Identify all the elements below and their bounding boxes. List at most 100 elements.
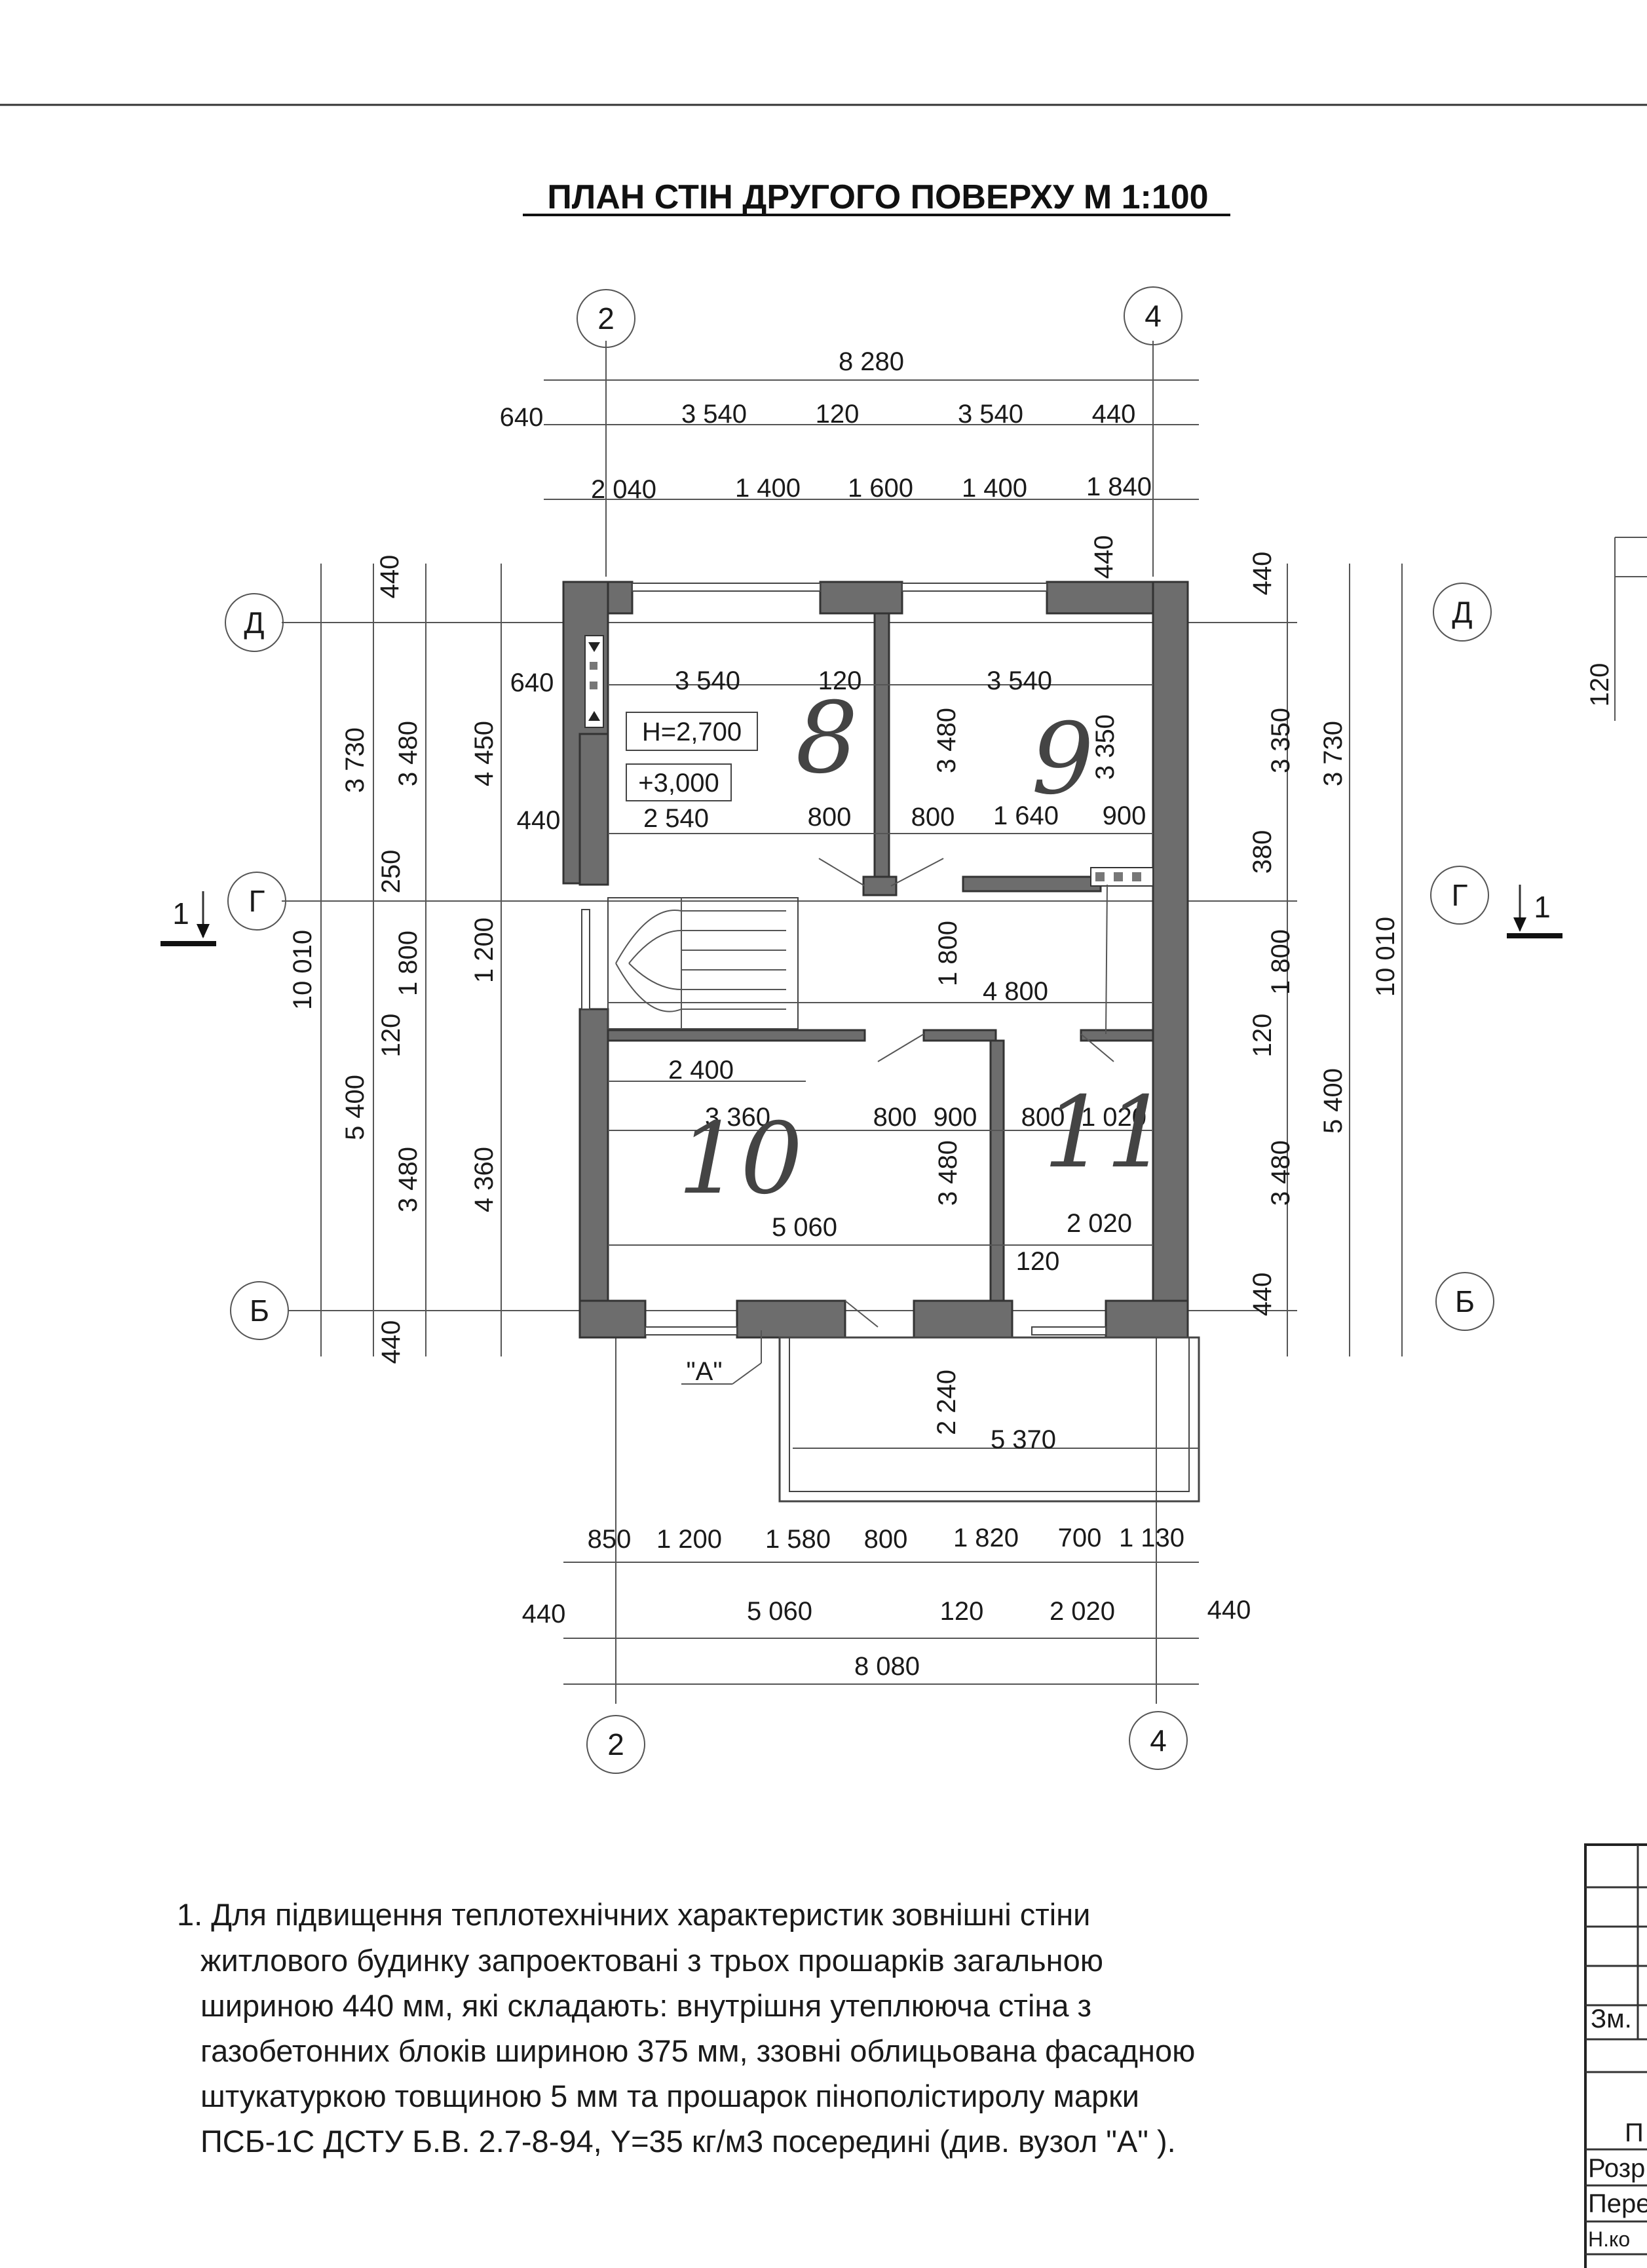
dim-bot-440b: 440 (1207, 1596, 1251, 1624)
dim-hall-4800: 4 800 (983, 977, 1048, 1006)
axis-bubble-B-right (1435, 1272, 1494, 1331)
dim-right-440a: 440 (1248, 552, 1277, 596)
dim-left-3730: 3 730 (341, 727, 369, 793)
dim-top-440: 440 (1092, 400, 1136, 429)
dim-bot-5060: 5 060 (747, 1597, 812, 1626)
axis-bubble-D-right (1433, 583, 1492, 642)
dim-440-left: 440 (517, 806, 561, 835)
axis-label-2-top: 2 (597, 301, 615, 336)
door-swings (818, 858, 1114, 1328)
dim-r10-900: 900 (934, 1103, 977, 1132)
axis-label-B-right: Б (1455, 1284, 1475, 1318)
dim-r11-1020: 1 020 (1081, 1103, 1146, 1132)
level-boxes: H=2,700 +3,000 (626, 712, 758, 801)
interior-dim-lines (608, 684, 1199, 1449)
stamp-row-razr: Розр (1588, 2154, 1645, 2183)
dim-r8-800: 800 (808, 803, 852, 832)
node-label-A: "А" (686, 1357, 722, 1386)
dim-left-250: 250 (377, 850, 406, 894)
balcony (778, 1336, 1200, 1503)
dim-left-3480b: 3 480 (394, 1147, 423, 1212)
dim-hall-1800: 1 800 (934, 921, 962, 986)
dim-bot-1820: 1 820 (953, 1524, 1019, 1552)
axis-bubble-2-bottom (586, 1715, 645, 1774)
room-number-9: 9 (1031, 702, 1093, 817)
section-mark-right: 1 (1507, 885, 1562, 938)
dim-left-440b: 440 (377, 1320, 406, 1364)
dim-left-440a: 440 (375, 555, 404, 599)
dim-right-5400: 5 400 (1319, 1068, 1348, 1134)
dim-top-overall: 8 280 (839, 347, 904, 376)
axis-label-G-right: Г (1452, 878, 1468, 912)
axis-label-B-left: Б (250, 1294, 269, 1328)
dim-left-1200: 1 200 (470, 917, 499, 983)
dim-top-1840: 1 840 (1086, 472, 1152, 501)
axis-bubble-2-top (577, 289, 635, 348)
dim-right-overall: 10 010 (1371, 917, 1400, 997)
dim-bot-1580: 1 580 (765, 1525, 831, 1554)
stamp-zm: Зм. (1591, 2005, 1632, 2033)
axis-label-G-left: Г (249, 884, 265, 918)
dim-bot-1130: 1 130 (1119, 1524, 1184, 1552)
dim-top-1400b: 1 400 (962, 474, 1027, 503)
staircase (607, 897, 799, 1029)
dim-left-4360: 4 360 (470, 1147, 499, 1212)
dim-bot-120: 120 (940, 1597, 984, 1626)
top-dimensions: 8 280 640 3 540 120 3 540 440 2 040 1 40… (500, 347, 1199, 504)
note-line-1: 1. Для підвищення теплотехнічних характе… (177, 1897, 1090, 1932)
dim-r10-800: 800 (873, 1103, 917, 1132)
dim-left-4450: 4 450 (470, 721, 499, 786)
dim-bot-overall: 8 080 (854, 1652, 920, 1681)
left-dimensions: 10 010 3 730 5 400 440 3 480 250 1 800 1… (288, 555, 502, 1364)
note-line-2: житлового будинку запроектовані з трьох … (200, 1943, 1103, 1978)
dim-left-1800: 1 800 (394, 931, 423, 996)
dim-right-380: 380 (1248, 830, 1277, 874)
dim-top-1600: 1 600 (848, 474, 913, 503)
axis-bubble-G-right (1430, 866, 1489, 925)
dim-bot-850: 850 (588, 1525, 632, 1554)
axis-label-2-bottom: 2 (607, 1727, 624, 1761)
dim-bot-440a: 440 (522, 1600, 566, 1628)
dim-right-1800: 1 800 (1266, 929, 1295, 995)
dim-right-3480: 3 480 (1266, 1140, 1295, 1206)
axis-bubble-G-left (227, 872, 286, 931)
dim-640: 640 (510, 668, 554, 697)
stamp-row-nko: Н.ко (1588, 2227, 1630, 2251)
plan-title: ПЛАН СТІН ДРУГОГО ПОВЕРХУ М 1:100 (547, 178, 1208, 216)
note-line-4: газобетонних блоків шириною 375 мм, ззов… (200, 2033, 1195, 2068)
axis-label-4-bottom: 4 (1150, 1723, 1167, 1758)
bottom-dimensions: 850 1 200 1 580 800 1 820 700 1 130 440 … (522, 1524, 1251, 1685)
note-line-6: ПСБ-1С ДСТУ Б.В. 2.7-8-94, Y=35 кг/м3 по… (200, 2124, 1176, 2159)
dim-left-3480a: 3 480 (394, 721, 423, 786)
dim-right-440b: 440 (1248, 1273, 1277, 1317)
axis-label-D-right: Д (1452, 595, 1472, 629)
dim-bot-1200: 1 200 (656, 1525, 722, 1554)
dim-right-3350: 3 350 (1266, 708, 1295, 773)
axis-label-D-left: Д (244, 605, 264, 640)
dim-top-1400a: 1 400 (735, 474, 801, 503)
dim-top-2040: 2 040 (591, 475, 656, 504)
right-dimensions: 440 3 350 380 1 800 120 3 480 440 3 730 … (1248, 552, 1403, 1356)
axis-bubble-D-left (225, 593, 284, 652)
windows (581, 583, 1107, 1336)
dim-r9-3350: 3 350 (1091, 714, 1120, 780)
room-number-11: 11 (1044, 1076, 1169, 1190)
dim-top-3540b: 3 540 (958, 400, 1023, 429)
dim-r8-120: 120 (818, 666, 862, 695)
dim-r8-3480: 3 480 (932, 708, 961, 773)
interior-dimensions: 640 3 540 120 3 540 440 440 2 540 800 80… (510, 535, 1146, 1454)
svg-text:1: 1 (172, 896, 189, 931)
section-mark-left: 1 (161, 891, 216, 946)
dim-r9-1640: 1 640 (993, 801, 1059, 830)
dim-balcony-5370: 5 370 (991, 1425, 1056, 1454)
height-label: H=2,700 (642, 718, 742, 746)
dim-r9-900: 900 (1103, 801, 1146, 830)
dim-right-120: 120 (1248, 1014, 1277, 1058)
dim-r8-3540: 3 540 (675, 666, 740, 695)
note-line-5: штукатуркою товщиною 5 мм та прошарок пі… (200, 2079, 1139, 2113)
dim-right-3730: 3 730 (1319, 721, 1348, 786)
dim-balcony-2240: 2 240 (932, 1370, 961, 1435)
dim-r10-3480: 3 480 (934, 1140, 962, 1206)
dim-r11-800: 800 (1021, 1103, 1065, 1132)
